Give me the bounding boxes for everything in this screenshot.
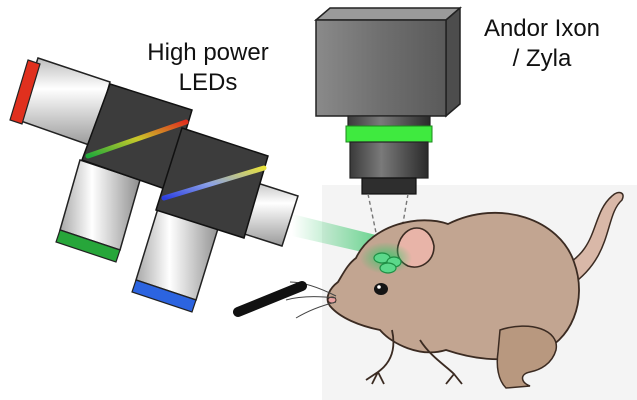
cranial-window	[373, 252, 402, 274]
camera-lens-tip	[361, 177, 417, 195]
camera-top	[313, 7, 463, 21]
mouse-front-leg-2	[419, 339, 463, 385]
blue-led-cap	[131, 279, 197, 313]
green-led-cap	[55, 229, 121, 263]
camera-label-line-1: Andor Ixon	[483, 15, 601, 42]
camera-lens-lower	[349, 141, 429, 179]
dichroic-mirror-1	[85, 119, 189, 159]
led-module-icon	[9, 57, 299, 313]
mouse-front-leg-1	[365, 329, 395, 385]
mouse-tail	[558, 191, 624, 288]
camera-icon	[313, 6, 463, 253]
mouse-eye	[374, 283, 388, 295]
led-label: High power LEDs	[118, 38, 298, 98]
blue-led-tube	[131, 201, 221, 313]
camera-label-line-2: / Zyla	[512, 45, 572, 72]
fiber-cable	[233, 281, 307, 317]
dichroic-mirror-2	[161, 165, 267, 201]
camera-front	[315, 19, 447, 117]
mouse-icon	[285, 191, 624, 389]
emission-filter	[345, 125, 433, 143]
mouse-whiskers	[285, 281, 337, 319]
camera-label: Andor Ixon / Zyla	[462, 14, 622, 74]
led-label-line-1: High power	[147, 39, 269, 66]
camera-side	[445, 6, 461, 118]
mouse-hind-leg	[496, 325, 557, 389]
led-label-line-2: LEDs	[178, 69, 238, 96]
green-led-tube	[55, 159, 141, 263]
excitation-beam	[292, 214, 380, 256]
fiber-icon	[233, 281, 307, 317]
red-led-cap	[9, 59, 41, 125]
dichroic-cube-2	[155, 127, 269, 239]
